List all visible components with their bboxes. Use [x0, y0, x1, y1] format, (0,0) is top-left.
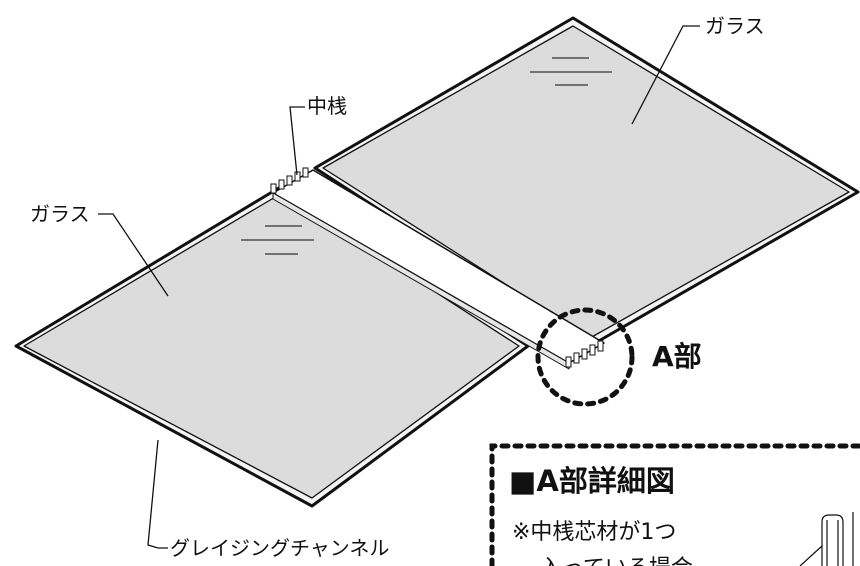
leader-glass-right [631, 25, 700, 125]
detail-box-border [489, 443, 860, 566]
label-glass-left: ガラス [30, 202, 90, 226]
leader-glass-left [98, 213, 169, 297]
leader-lines [98, 25, 700, 549]
label-mullion: 中桟 [307, 94, 347, 118]
right-glass-reflection-marks [530, 57, 612, 86]
right-glass-pane [313, 16, 860, 348]
part-a-marker-circle [535, 307, 635, 407]
mullion-bar [270, 167, 605, 370]
mullion-end-pins-top [270, 167, 309, 194]
detail-box-title: ■A部詳細図 [509, 464, 675, 498]
label-glazing-channel: グレイジングチャンネル [170, 536, 389, 560]
detail-box-note-line1: ※中桟芯材が1つ [512, 520, 676, 545]
label-part-a: A部 [652, 340, 702, 373]
mullion-end-pins-bottom [565, 340, 604, 368]
detail-sketch-glass-edge [799, 512, 854, 566]
leader-mullion [289, 106, 305, 176]
left-glass-reflection-marks [241, 225, 314, 255]
mullion-side-face [272, 192, 570, 370]
detail-box-note-line2: 入っている場合 [540, 556, 693, 566]
label-glass-right: ガラス [705, 14, 765, 38]
leader-glazing-channel [147, 439, 168, 549]
detail-box: ■A部詳細図 ※中桟芯材が1つ 入っている場合 [489, 443, 860, 566]
